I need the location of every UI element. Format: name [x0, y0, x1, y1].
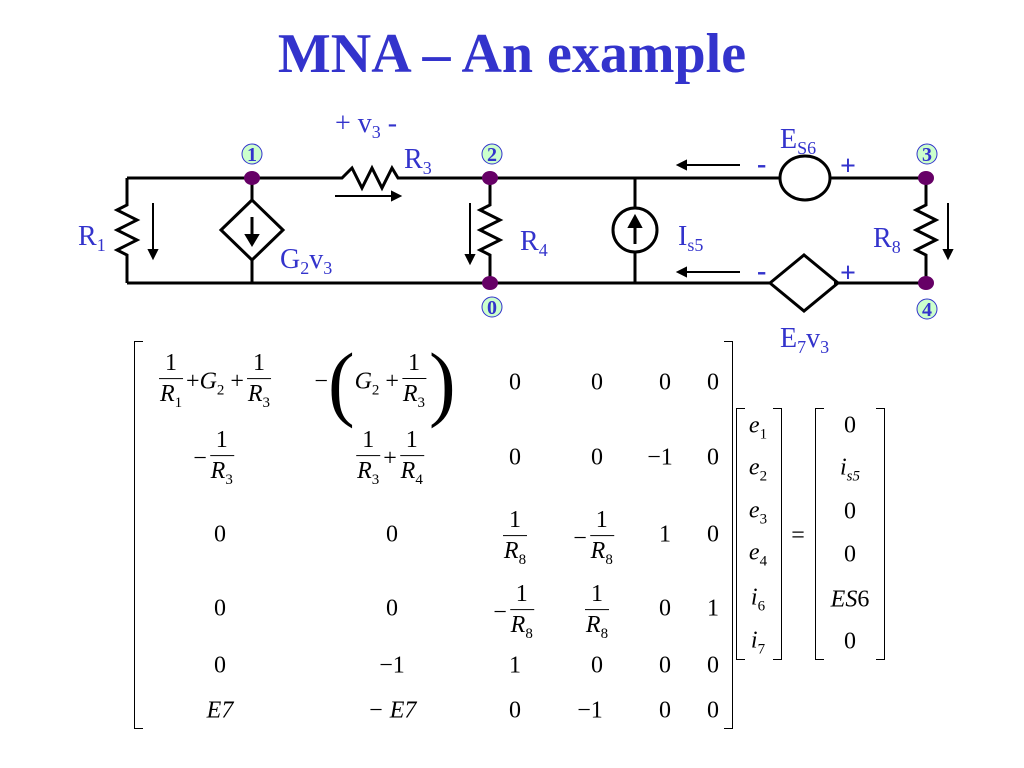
node-0-dot [482, 276, 498, 290]
matrix-cell-4-2: 0 [386, 595, 398, 622]
matrix-cell-3-1: 0 [214, 521, 226, 548]
matrix-cell-5-1: 0 [214, 652, 226, 679]
matrix-cell-6-6: 0 [707, 697, 719, 724]
matrix-cell-6-4: −1 [577, 697, 603, 724]
arrow-R1-current [147, 249, 159, 261]
matrix-cell-2-4: 0 [591, 444, 603, 471]
node-3-dot [918, 171, 934, 185]
arrow-R3-current [391, 190, 403, 202]
unknowns-right-bracket [773, 408, 782, 660]
arrow-E7-current [675, 266, 687, 278]
circuit-diagram: 1 2 3 0 4 + v3 - R3 R1 G2v3 R4 Is5 ES6 R… [78, 108, 954, 357]
matrix-cell-2-6: 0 [707, 444, 719, 471]
matrix-cell-1-6: 0 [707, 369, 719, 396]
matrix-cell-3-6: 0 [707, 521, 719, 548]
arrow-G2v3-icon [244, 234, 260, 247]
polarity-minus-e7: - [757, 256, 766, 287]
label-E7v3: E7v3 [780, 323, 829, 357]
matrix-cell-1-5: 0 [659, 369, 671, 396]
matrix-cell-3-2: 0 [386, 521, 398, 548]
matrix-cell-6-5: 0 [659, 697, 671, 724]
arrow-Es6-current [675, 159, 687, 171]
node-2-dot [482, 171, 498, 185]
matrix-cell-5-4: 0 [591, 652, 603, 679]
label-v3: + v3 - [335, 108, 397, 142]
node-label-3: 3 [922, 144, 932, 166]
unknowns-left-bracket [736, 408, 745, 660]
label-R4: R4 [520, 226, 548, 260]
matrix-cell-3-5: 1 [659, 521, 671, 548]
node-1-dot [244, 171, 260, 185]
arrow-R8-current [942, 249, 954, 261]
matrix-left-bracket [134, 341, 143, 729]
polarity-plus-e7: + [840, 258, 856, 289]
voltage-source-Es6 [778, 154, 832, 202]
polarity-plus-es6: + [840, 151, 856, 182]
node-label-1: 1 [247, 144, 257, 166]
unknown-e2: e2 [748, 454, 768, 485]
rhs-2: is5 [839, 454, 861, 485]
rhs-1: 0 [844, 412, 856, 439]
matrix-cell-4-5: 0 [659, 595, 671, 622]
label-R3: R3 [404, 144, 432, 178]
resistor-R1 [113, 178, 141, 283]
matrix-cell-5-6: 0 [707, 652, 719, 679]
matrix-cell-5-5: 0 [659, 652, 671, 679]
rhs-6: 0 [844, 628, 856, 655]
matrix-cell-6-2: − E7 [367, 697, 417, 724]
unknown-e3: e3 [748, 497, 768, 528]
rhs-3: 0 [844, 498, 856, 525]
arrow-Is5-icon [627, 213, 643, 228]
label-Is5: Is5 [678, 221, 703, 255]
matrix-cell-5-2: −1 [379, 652, 405, 679]
unknown-i6: i6 [750, 584, 766, 615]
slide-title: MNA – An example [277, 23, 747, 85]
matrix-cell-4-1: 0 [214, 595, 226, 622]
matrix-cell-5-3: 1 [509, 652, 521, 679]
label-G2v3: G2v3 [280, 244, 332, 278]
rhs-4: 0 [844, 541, 856, 568]
node-label-2: 2 [487, 144, 497, 166]
unknown-e1: e1 [748, 412, 768, 443]
matrix-cell-2-3: 0 [509, 444, 521, 471]
resistor-R8 [912, 178, 940, 283]
matrix-cell-2-5: −1 [647, 444, 673, 471]
node-4-dot [918, 276, 934, 290]
matrix-cell-1-4: 0 [591, 369, 603, 396]
rhs-left-bracket [815, 408, 824, 660]
arrow-R4-current [464, 254, 476, 266]
rhs-right-bracket [876, 408, 885, 660]
node-label-0: 0 [487, 297, 497, 319]
matrix-cell-4-6: 1 [707, 595, 719, 622]
matrix-cell-6-3: 0 [509, 697, 521, 724]
resistor-R3 [335, 164, 450, 192]
matrix-cell-6-1: E7 [206, 697, 234, 724]
matrix-right-bracket [724, 341, 733, 729]
label-R1: R1 [78, 221, 106, 255]
label-Es6: ES6 [780, 124, 816, 158]
unknown-e4: e4 [748, 539, 768, 570]
node-label-4: 4 [922, 299, 932, 321]
label-R8: R8 [873, 223, 901, 257]
unknown-i7: i7 [750, 627, 766, 658]
resistor-R4 [476, 178, 504, 283]
equals-sign: = [791, 522, 805, 549]
dependent-voltage-source-E7v3 [767, 253, 841, 313]
rhs-5: ES6 [830, 586, 870, 613]
polarity-minus-es6: - [757, 149, 766, 180]
matrix-cell-1-3: 0 [509, 369, 521, 396]
